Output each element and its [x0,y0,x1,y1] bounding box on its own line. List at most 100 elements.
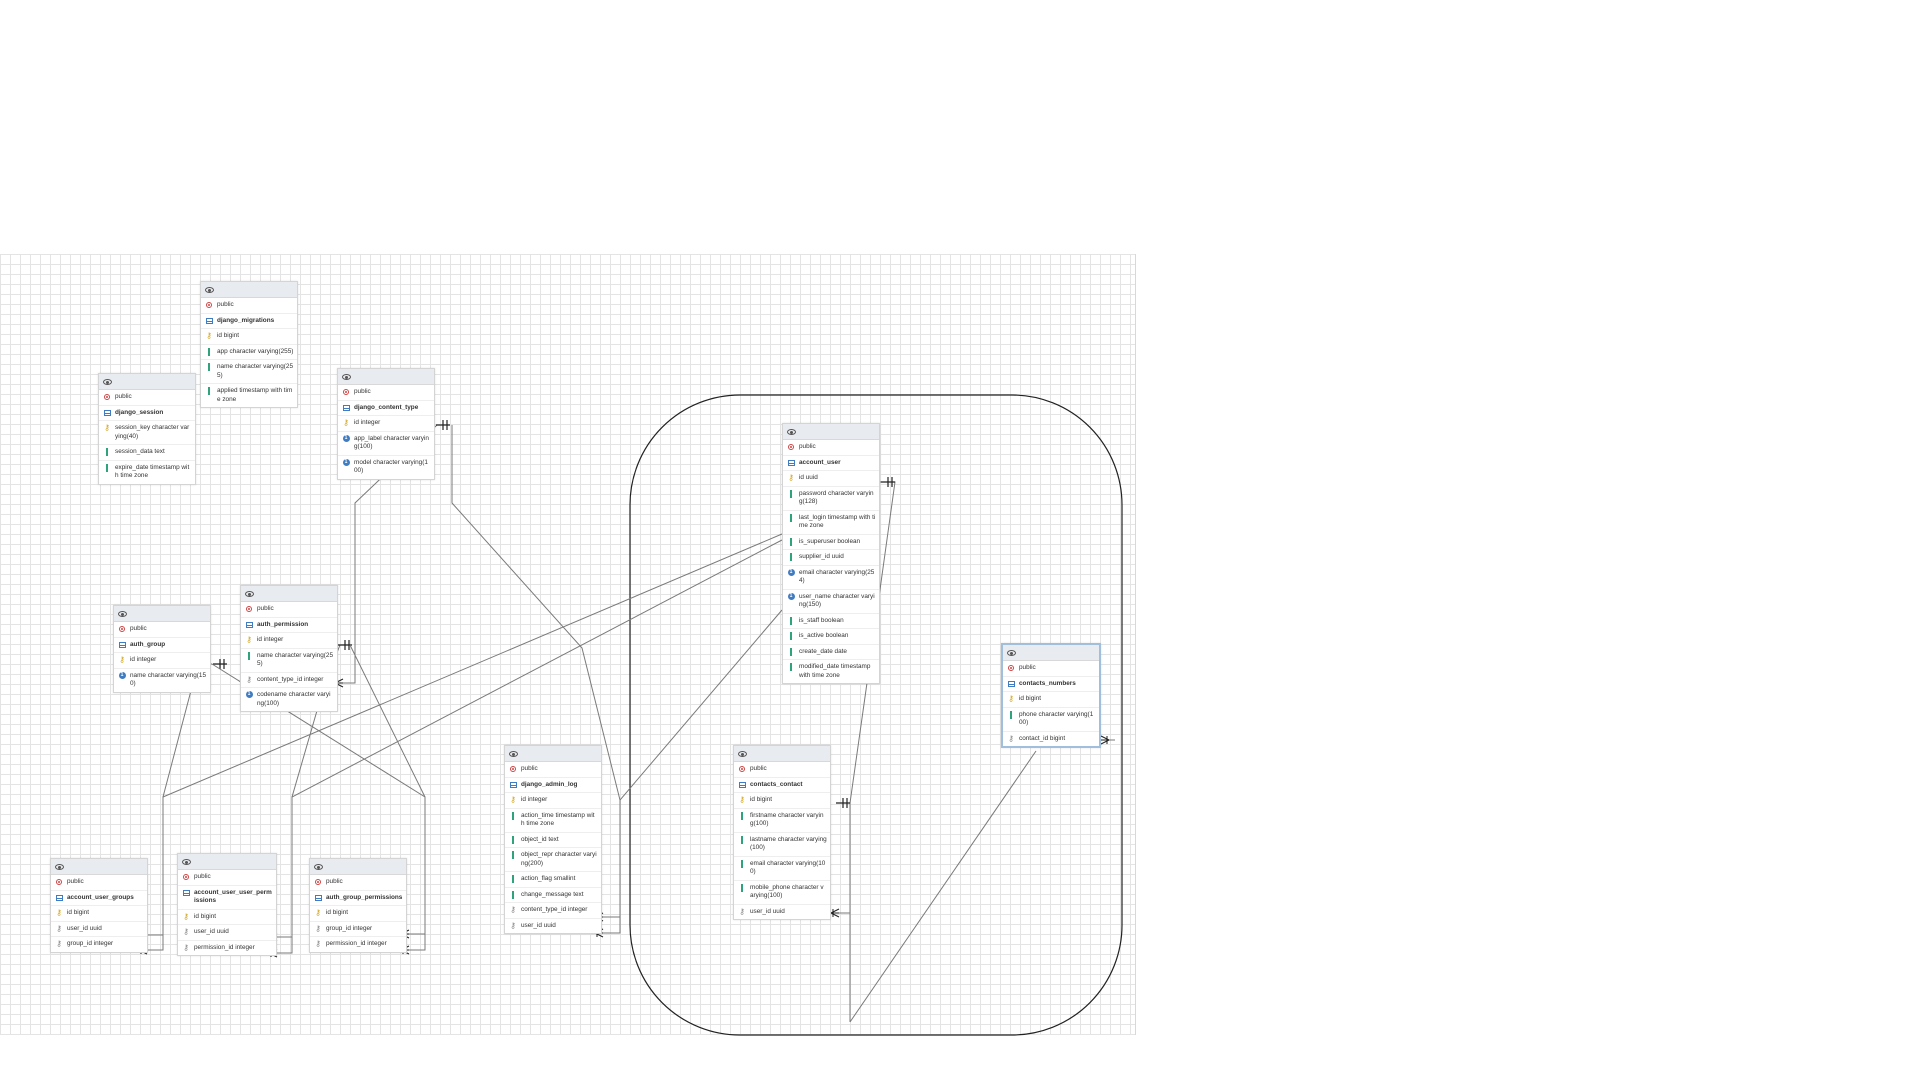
schema-row[interactable]: public [178,870,276,886]
schema-row[interactable]: public [51,875,147,891]
column-row[interactable]: action_time timestamp with time zone [505,809,601,833]
schema-row[interactable]: public [310,875,406,891]
eye-icon[interactable] [55,863,64,870]
schema-row[interactable]: public [201,298,297,314]
column-row[interactable]: ⚷user_id uuid [734,905,830,920]
table-header-bar[interactable] [114,606,210,622]
column-row[interactable]: ⚷user_id uuid [51,922,147,937]
column-row[interactable]: ⚷content_type_id integer [505,903,601,919]
table-name-row[interactable]: auth_permission [241,618,337,633]
column-row[interactable]: ⚷id uuid [783,471,879,487]
column-row[interactable]: supplier_id uuid [783,550,879,566]
table-name-row[interactable]: contacts_contact [734,778,830,793]
column-row[interactable]: ⚷id bigint [734,793,830,809]
column-row[interactable]: create_date date [783,645,879,660]
column-row[interactable]: password character varying(128) [783,487,879,511]
table-header-bar[interactable] [1003,645,1099,661]
schema-row[interactable]: public [734,762,830,778]
column-row[interactable]: ⚷user_id uuid [178,925,276,941]
column-row[interactable]: object_repr character varying(200) [505,848,601,872]
column-row[interactable]: ⚷session_key character varying(40) [99,421,195,445]
column-row[interactable]: ⚷id integer [114,653,210,669]
column-row[interactable]: ⚷id integer [338,416,434,432]
schema-row[interactable]: public [783,440,879,456]
column-row[interactable]: ⚷id integer [505,793,601,809]
eye-icon[interactable] [509,750,518,757]
table-header-bar[interactable] [783,424,879,440]
column-row[interactable]: last_login timestamp with time zone [783,511,879,535]
schema-row[interactable]: public [241,602,337,618]
column-row[interactable]: ⚷id bigint [51,906,147,922]
column-row[interactable]: name character varying(255) [201,360,297,384]
column-row[interactable]: name character varying(255) [241,649,337,673]
column-row[interactable]: ⚷content_type_id integer [241,673,337,688]
column-row[interactable]: mobile_phone character varying(100) [734,881,830,905]
column-row[interactable]: app character varying(255) [201,345,297,360]
table-name-row[interactable]: auth_group_permissions [310,891,406,906]
column-row[interactable]: ⚷user_id uuid [505,919,601,934]
column-row[interactable]: action_flag smallint [505,872,601,888]
table-header-bar[interactable] [505,746,601,762]
column-row[interactable]: ⚷contact_id bigint [1003,732,1099,747]
eye-icon[interactable] [787,428,796,435]
column-row[interactable]: ⚷id bigint [201,329,297,345]
column-row[interactable]: ⚷permission_id integer [178,941,276,956]
column-row[interactable]: ⚷group_id integer [51,937,147,952]
column-row[interactable]: email character varying(100) [734,857,830,881]
eye-icon[interactable] [182,858,191,865]
table-name-row[interactable]: django_session [99,406,195,421]
column-row[interactable]: expire_date timestamp with time zone [99,461,195,484]
schema-row[interactable]: public [99,390,195,406]
column-row[interactable]: change_message text [505,888,601,903]
table-header-bar[interactable] [51,859,147,875]
table-name-row[interactable]: django_content_type [338,401,434,416]
table-name-row[interactable]: contacts_numbers [1003,677,1099,692]
eye-icon[interactable] [1007,649,1016,656]
column-row[interactable]: ⚷id bigint [310,906,406,922]
table-name-row[interactable]: auth_group [114,638,210,653]
table-header-bar[interactable] [201,282,297,298]
table-name-row[interactable]: account_user [783,456,879,471]
column-row[interactable]: ⚷group_id integer [310,922,406,937]
table-name-row[interactable]: django_admin_log [505,778,601,793]
column-row[interactable]: object_id text [505,833,601,848]
column-row[interactable]: ⚷id integer [241,633,337,649]
eye-icon[interactable] [245,590,254,597]
eye-icon[interactable] [342,373,351,380]
column-row[interactable]: ⚷id bigint [1003,692,1099,708]
column-row[interactable]: is_active boolean [783,629,879,645]
table-name-row[interactable]: account_user_groups [51,891,147,906]
schema-row[interactable]: public [1003,661,1099,677]
column-row[interactable]: is_staff boolean [783,614,879,629]
table-header-bar[interactable] [99,374,195,390]
eye-icon[interactable] [738,750,747,757]
table-name-row[interactable]: django_migrations [201,314,297,329]
eye-icon[interactable] [118,610,127,617]
table-header-bar[interactable] [734,746,830,762]
eye-icon[interactable] [103,378,112,385]
column-row[interactable]: modified_date timestamp with time zone [783,660,879,683]
table-header-bar[interactable] [338,369,434,385]
column-row[interactable]: session_data text [99,445,195,461]
schema-row[interactable]: public [338,385,434,401]
column-row[interactable]: phone character varying(100) [1003,708,1099,732]
column-row[interactable]: lastname character varying(100) [734,833,830,857]
